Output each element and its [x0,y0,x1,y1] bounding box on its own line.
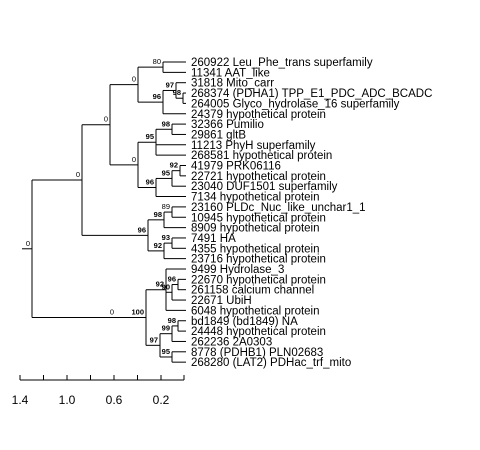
leaf-label: 24448 hypothetical protein [191,326,326,338]
leaf-label: 10945 hypothetical protein [191,212,326,224]
leaf-label: 41979 PRK06116 [191,161,281,173]
support-value: 99 [162,324,170,333]
support-value: 89 [162,202,170,211]
leaf-label: 22721 hypothetical protein [191,171,326,183]
support-value: 95 [162,168,170,177]
support-value: 96 [138,225,146,234]
leaf-label: 23160 PLDc_Nuc_like_unchar1_1 [191,202,366,214]
support-value: 92 [156,280,164,289]
leaf-label: 22671 UbiH [191,295,252,307]
leaf-label: 261158 calcium channel [191,285,314,297]
support-value: 96 [146,177,154,186]
support-value: 80 [153,57,161,66]
leaf-label: 268374 (PDHA1) TPP_E1_PDC_ADC_BCADC [191,88,432,100]
axis-tick-label: 1.0 [59,393,76,407]
support-value: 95 [162,347,170,356]
leaf-label: 9499 Hydrolase_3 [191,264,284,276]
support-value: 98 [173,88,181,97]
tree-branches [19,61,186,381]
axis-tick-label: 0.2 [153,393,170,407]
leaf-label: 31818 Mito_carr [191,78,274,90]
scale-axis: 1.4 1.0 0.6 0.2 [12,393,170,407]
leaf-label: 4355 hypothetical protein [191,243,320,255]
support-value: 96 [168,275,176,284]
leaf-label: 262236 2A0303 [191,336,272,348]
support-value: 0 [132,75,136,84]
support-value: 0 [104,115,108,124]
support-value: 90 [162,282,170,291]
leaf-label: 268280 (LAT2) PDHac_trf_mito [191,357,351,369]
leaf-label: 11213 PhyH superfamily [191,140,316,152]
support-value: 92 [170,161,178,170]
leaf-label: 268581 hypothetical protein [191,150,332,162]
leaf-label: 24379 hypothetical protein [191,109,326,121]
leaf-label: 7491 HA [191,233,236,245]
leaf-label: 23716 hypothetical protein [191,254,326,266]
support-value: 97 [166,80,174,89]
leaf-label: 23040 DUF1501 superfamily [191,181,338,193]
leaf-label: 264005 Glyco_hydrolase_16 superfamily [191,98,400,110]
axis-tick-label: 1.4 [12,393,29,407]
support-value: 98 [162,119,170,128]
support-value: 0 [110,308,114,317]
support-value: 98 [154,210,162,219]
support-value: 92 [154,241,162,250]
axis-tick-label: 0.6 [106,393,123,407]
support-value: 97 [150,335,158,344]
leaf-label: 29861 gltB [191,129,246,141]
leaf-label: 11341 AAT_like [191,67,270,79]
leaf-label: bd1849 (bd1849) NA [191,316,298,328]
leaf-label: 6048 hypothetical protein [191,305,320,317]
leaf-label: 32366 Pumilio [191,119,264,131]
support-value: 98 [168,316,176,325]
support-value: 0 [76,170,80,179]
support-value: 95 [146,132,154,141]
support-value: 93 [162,233,170,242]
leaf-label: 8778 (PDHB1) PLN02683 [191,347,323,359]
leaf-label: 22670 hypothetical protein [191,274,326,286]
support-value: 96 [153,92,161,101]
leaf-label: 260922 Leu_Phe_trans superfamily [191,57,373,69]
support-values: 8098979609895929596008998939296096909298… [26,57,181,356]
leaf-label: 7134 hypothetical protein [191,192,320,204]
support-value: 0 [26,239,30,248]
support-value: 100 [131,308,144,317]
support-value: 0 [132,155,136,164]
leaf-label: 8909 hypothetical protein [191,223,320,235]
